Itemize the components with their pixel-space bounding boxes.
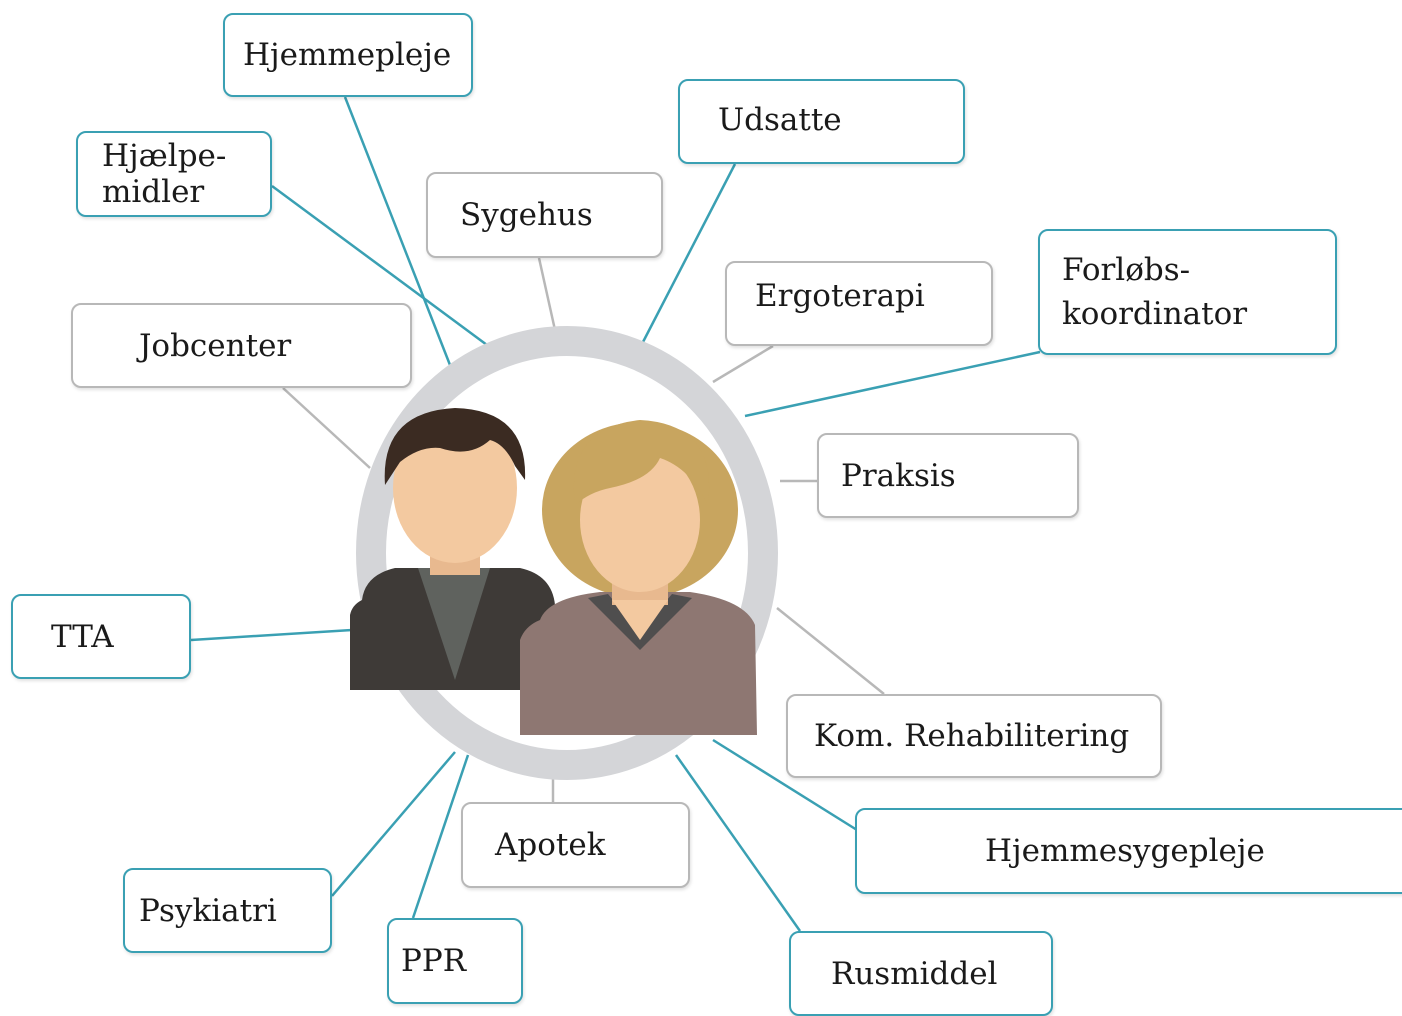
node-tta: TTA: [11, 594, 191, 679]
connector-ergoterapi: [712, 344, 774, 384]
woman-body: [520, 592, 757, 735]
node-rusmiddel: Rusmiddel: [789, 931, 1053, 1016]
node-label: Ergoterapi: [755, 278, 925, 314]
node-label: Hjemmesygepleje: [985, 833, 1265, 869]
node-label: Kom. Rehabilitering: [814, 718, 1130, 754]
connector-hjaelpemidler: [271, 184, 488, 347]
connector-udsatte: [641, 163, 737, 343]
connector-forlobskoordinator: [744, 350, 1041, 418]
man-head: [393, 413, 517, 563]
center-ring: [356, 326, 778, 780]
node-apotek: Apotek: [461, 802, 690, 888]
node-hjemmesygepleje: Hjemmesygepleje: [855, 808, 1402, 894]
node-ppr: PPR: [387, 918, 523, 1004]
connector-jobcenter: [282, 387, 371, 469]
node-hjemmepleje: Hjemmepleje: [223, 13, 473, 97]
connector-ppr: [411, 754, 470, 919]
connector-psykiatri: [331, 751, 456, 897]
node-label: Forløbs- koordinator: [1062, 252, 1248, 332]
node-label: Udsatte: [718, 102, 842, 138]
woman-hair-front: [573, 420, 710, 505]
node-label: Hjemmepleje: [243, 37, 452, 73]
node-jobcenter: Jobcenter: [71, 303, 412, 388]
man-shirt: [418, 568, 490, 680]
node-ergoterapi: Ergoterapi: [725, 261, 993, 346]
node-psykiatri: Psykiatri: [123, 868, 332, 953]
connector-kom-rehabilitering: [776, 607, 885, 695]
connector-hjemmepleje: [343, 96, 452, 366]
node-label: Sygehus: [460, 197, 593, 233]
node-label: Jobcenter: [139, 327, 292, 364]
node-hjaelpemidler: Hjælpe- midler: [76, 131, 272, 217]
node-label: Apotek: [495, 827, 606, 863]
node-praksis: Praksis: [817, 433, 1079, 518]
connector-sygehus: [537, 257, 557, 331]
node-kom-rehabilitering: Kom. Rehabilitering: [786, 694, 1162, 778]
node-label: Rusmiddel: [831, 955, 998, 992]
node-label: Praksis: [841, 457, 956, 494]
connector-tta: [190, 628, 353, 642]
node-udsatte: Udsatte: [678, 79, 965, 164]
woman-neckline: [612, 600, 668, 640]
people-icon: [350, 326, 778, 780]
connector-lines: [190, 96, 1041, 932]
woman-collar: [588, 594, 692, 650]
node-label: PPR: [401, 943, 467, 979]
node-label: TTA: [51, 618, 114, 655]
node-forlobskoordinator: Forløbs- koordinator: [1038, 229, 1337, 355]
connector-rusmiddel: [674, 754, 802, 932]
connector-hjemmesygepleje: [712, 738, 858, 832]
node-label: Psykiatri: [139, 892, 277, 929]
man-hair: [384, 408, 526, 485]
node-sygehus: Sygehus: [426, 172, 663, 258]
node-label: Hjælpe- midler: [102, 138, 227, 210]
